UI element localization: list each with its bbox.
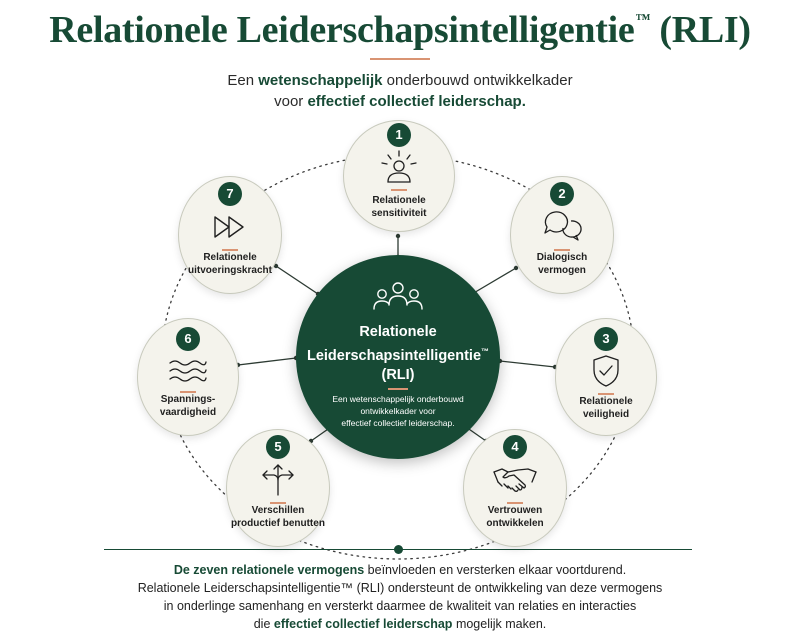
capability-node-7: 7 Relationele uitvoeringskracht [178, 176, 282, 294]
subtitle-line-2: voor effectief collectief leiderschap. [0, 91, 800, 112]
number-badge: 3 [594, 327, 618, 351]
number-badge: 1 [387, 123, 411, 147]
fast-forward-icon [214, 216, 244, 238]
capability-label: Spannings- vaardigheid [128, 393, 248, 419]
title-main: Relationele Leiderschapsintelligentie [49, 9, 635, 51]
waves-icon [169, 360, 207, 382]
label-line: ontwikkelen [486, 518, 544, 529]
spoke-7 [275, 265, 319, 295]
label-line: veiligheid [582, 409, 630, 420]
footer-line-3: in onderlinge samenhang en versterkt daa… [163, 599, 637, 613]
label-line: Relationele [579, 396, 633, 407]
center-desc-line: Een wetenschappelijk onderbouwd [332, 394, 464, 404]
capability-label: Verschillen productief benutten [218, 504, 338, 530]
center-desc-line: effectief collectief leiderschap. [341, 418, 455, 428]
footer-line-1: De zeven relationele vermogens beïnvloed… [0, 561, 800, 579]
page-title: Relationele Leiderschapsintelligentie™ (… [0, 8, 800, 52]
footer-text-span: beïnvloeden en versterken elkaar voortdu… [367, 563, 627, 577]
subtitle-emphasis: wetenschappelijk [258, 72, 383, 89]
footer-line-4: die effectief collectief leiderschap mog… [0, 615, 800, 633]
capability-node-2: 2 Dialogisch vermogen [510, 176, 614, 294]
node-divider [598, 393, 614, 395]
node-divider [507, 502, 523, 504]
speech-bubbles-icon [544, 211, 582, 241]
label-line: vermogen [538, 265, 586, 276]
diverging-arrows-icon [262, 464, 294, 496]
label-line: productief benutten [231, 518, 325, 529]
title-trademark: ™ [635, 12, 651, 28]
subtitle-text: voor [274, 93, 304, 110]
title-underline [370, 58, 430, 60]
footer-line-2: Relationele Leiderschapsintelligentie™ (… [137, 581, 663, 595]
center-title-line: Leiderschapsintelligentie™ [296, 342, 500, 366]
footer-text: De zeven relationele vermogens beïnvloed… [0, 561, 800, 633]
capability-label: Relationele sensitiviteit [339, 194, 459, 220]
node-divider [270, 502, 286, 504]
node-divider [222, 249, 238, 251]
title-suffix: (RLI) [659, 9, 751, 51]
number-badge: 4 [503, 435, 527, 459]
footer-emphasis: effectief collectief leiderschap [273, 617, 453, 631]
subtitle-emphasis: effectief collectief leiderschap. [307, 93, 526, 110]
label-line: Dialogisch [536, 252, 588, 263]
center-title-trademark: ™ [481, 347, 490, 356]
number-badge: 7 [218, 182, 242, 206]
center-divider [388, 388, 408, 390]
node-divider [391, 189, 407, 191]
capability-node-5: 5 Verschillen productief benutten [226, 429, 330, 547]
node-divider [554, 249, 570, 251]
label-line: Relationele [372, 195, 426, 206]
capability-node-6: 6 Spannings- vaardigheid [137, 318, 239, 436]
center-title: Relationele Leiderschapsintelligentie™ (… [296, 323, 500, 385]
handshake-icon [493, 468, 537, 492]
label-line: uitvoeringskracht [188, 265, 272, 276]
label-line: Vertrouwen [487, 505, 543, 516]
label-line: vaardigheid [159, 407, 217, 418]
spoke-2 [471, 267, 517, 295]
center-title-line: Relationele [359, 324, 437, 340]
number-badge: 5 [266, 435, 290, 459]
capability-label: Dialogisch vermogen [502, 251, 622, 277]
label-line: Verschillen [251, 505, 305, 516]
center-desc-line: ontwikkelkader voor [360, 406, 436, 416]
capability-label: Relationele uitvoeringskracht [170, 251, 290, 277]
number-badge: 2 [550, 182, 574, 206]
node-divider [180, 391, 196, 393]
footer-divider-dot [394, 545, 403, 554]
people-group-icon [373, 282, 423, 310]
footer-text-span: die [253, 617, 271, 631]
footer-emphasis: De zeven relationele vermogens [173, 563, 365, 577]
person-radiance-icon [381, 150, 417, 183]
number-badge: 6 [176, 327, 200, 351]
center-title-line: (RLI) [381, 367, 415, 383]
capability-node-3: 3 Relationele veiligheid [555, 318, 657, 436]
capability-node-1: 1 Relationele sensitiviteit [343, 120, 455, 232]
subtitle-text: onderbouwd ontwikkelkader [386, 72, 573, 89]
capability-node-4: 4 Vertrouwen ontwikkelen [463, 429, 567, 547]
label-line: Spannings- [160, 394, 216, 405]
subtitle-line-1: Een wetenschappelijk onderbouwd ontwikke… [0, 70, 800, 91]
shield-check-icon [593, 355, 619, 387]
spoke-6 [237, 357, 297, 366]
capability-label: Relationele veiligheid [546, 395, 666, 421]
label-line: sensitiviteit [371, 208, 427, 219]
footer-text-span: mogelijk maken. [455, 617, 547, 631]
center-title-text: Leiderschapsintelligentie [306, 348, 482, 364]
center-hub: Relationele Leiderschapsintelligentie™ (… [296, 255, 500, 459]
spoke-3 [499, 360, 556, 368]
label-line: Relationele [203, 252, 257, 263]
subtitle-text: Een [227, 72, 255, 89]
capability-label: Vertrouwen ontwikkelen [455, 504, 575, 530]
center-description: Een wetenschappelijk onderbouwd ontwikke… [318, 393, 478, 429]
subtitle: Een wetenschappelijk onderbouwd ontwikke… [0, 70, 800, 112]
